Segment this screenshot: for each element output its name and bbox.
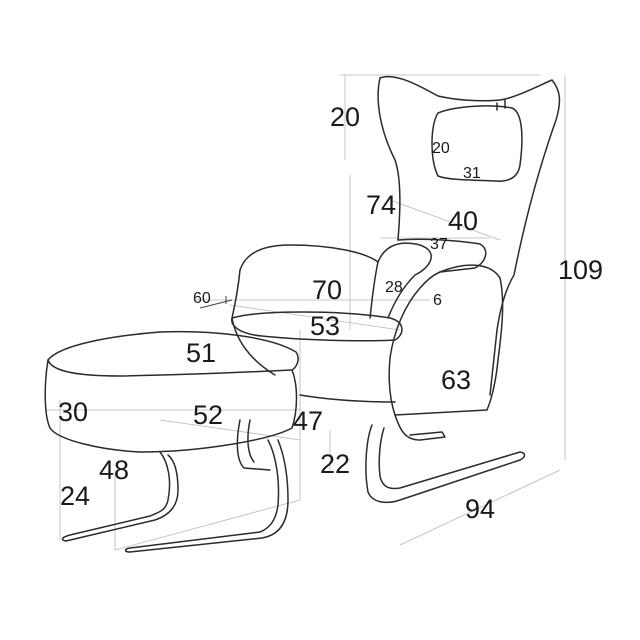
dim-lumbar-width: 37 (430, 236, 448, 253)
dim-wing-top: 20 (330, 102, 360, 132)
dim-seat-width: 53 (310, 311, 340, 341)
dim-overall-depth: 94 (465, 494, 495, 524)
ottoman-rocker-back (124, 439, 289, 553)
dim-side-height: 63 (441, 365, 471, 395)
side-panel (388, 264, 504, 416)
dim-back-width: 40 (448, 206, 478, 236)
seat-front-base (299, 394, 396, 403)
dim-ottoman-base-height: 48 (99, 455, 129, 485)
seat-cushion (231, 311, 403, 342)
dim-recline-angle: 60 (193, 290, 211, 307)
dim-headrest-height: 20 (432, 140, 450, 157)
dim-rocker-height: 22 (320, 449, 350, 479)
recline-arrow (199, 296, 233, 309)
armrest-outer (239, 244, 379, 319)
dim-armrest-depth: 28 (385, 279, 403, 296)
back-cushion (397, 238, 487, 273)
chair-rocker-back (394, 414, 446, 441)
dim-back-height: 74 (366, 190, 396, 220)
chair-rocker-left (236, 419, 271, 471)
ottoman-rocker-front (61, 451, 179, 542)
dim-armrest-side: 6 (433, 292, 442, 309)
headrest-strap (496, 99, 506, 111)
dim-ottoman-height: 30 (58, 397, 88, 427)
dim-armrest-width: 70 (312, 275, 342, 305)
chair-back-left-edge (377, 77, 401, 241)
dim-ottoman-depth: 52 (193, 400, 223, 430)
armrest-inner (377, 242, 432, 319)
ottoman-top (47, 330, 299, 377)
arm-front-face (231, 269, 276, 376)
dimension-labels: 20 20 31 74 40 37 109 70 28 6 60 53 51 6… (58, 102, 603, 524)
dim-seat-height: 47 (293, 406, 323, 436)
ottoman-body (44, 359, 298, 453)
dim-ottoman-base-depth: 24 (60, 481, 90, 511)
dim-headrest-width: 31 (463, 165, 481, 182)
headrest-cushion (431, 105, 523, 182)
dim-overall-height: 109 (558, 255, 603, 285)
chair-rocker-right (365, 424, 526, 504)
chair-wing-back (379, 75, 561, 396)
dim-ottoman-width: 51 (186, 338, 216, 368)
